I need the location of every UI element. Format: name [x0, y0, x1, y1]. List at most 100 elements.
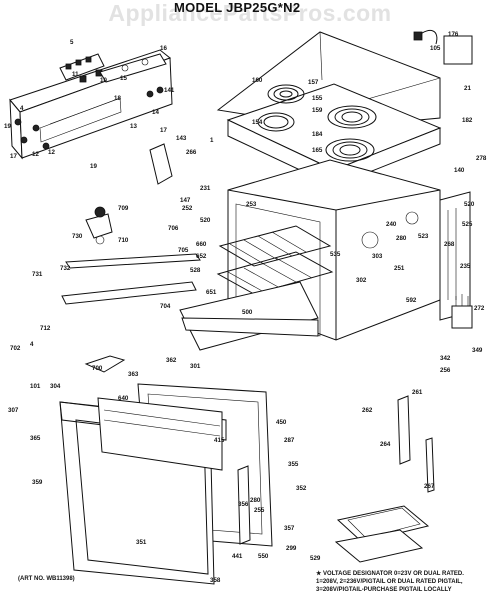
part-labels: 5 16 11 10 15 14 141 18 17 143 266 4 19 … — [4, 31, 487, 584]
part-label: 1 — [210, 137, 214, 144]
part-label: 520 — [464, 201, 475, 208]
part-label: 231 — [200, 185, 211, 192]
hinges — [237, 395, 435, 545]
part-label: 528 — [190, 267, 201, 274]
oven-elements — [84, 206, 419, 373]
door-outer — [179, 281, 319, 351]
part-label: 235 — [460, 263, 471, 270]
part-label: 349 — [472, 347, 483, 354]
part-label: 256 — [440, 367, 451, 374]
door-handle-left — [61, 253, 201, 305]
part-label: 307 — [8, 407, 19, 414]
part-label: 5 — [70, 39, 74, 46]
part-label: 529 — [310, 555, 321, 562]
part-label: 732 — [60, 265, 71, 272]
part-label: 355 — [288, 461, 299, 468]
part-label: 704 — [160, 303, 171, 310]
part-label: 19 — [90, 163, 97, 170]
voltage-note-line: 3=208V/PIGTAIL-PURCHASE PIGTAIL LOCALLY — [316, 587, 452, 593]
part-label: 700 — [92, 365, 103, 372]
part-label: 278 — [476, 155, 487, 162]
part-label: 141 — [164, 87, 175, 94]
part-label: 16 — [160, 45, 167, 52]
part-label: 253 — [246, 201, 257, 208]
part-label: 12 — [32, 151, 39, 158]
part-label: 140 — [454, 167, 465, 174]
watermark: AppliancePartsPros.com — [108, 0, 392, 26]
part-label: 264 — [380, 441, 391, 448]
part-label: 450 — [276, 419, 287, 426]
part-label: 301 — [190, 363, 201, 370]
part-label: 19 — [4, 123, 11, 130]
part-label: 702 — [10, 345, 21, 352]
part-label: 17 — [160, 127, 167, 134]
part-label: 261 — [412, 389, 423, 396]
part-label: 363 — [128, 371, 139, 378]
part-label: 712 — [40, 325, 51, 332]
part-label: 165 — [312, 147, 323, 154]
part-label: 262 — [362, 407, 373, 414]
part-label: 176 — [448, 31, 459, 38]
part-label: 709 — [118, 205, 129, 212]
part-label: 352 — [296, 485, 307, 492]
part-label: 652 — [196, 253, 207, 260]
part-label: 359 — [32, 479, 43, 486]
part-label: 280 — [396, 235, 407, 242]
clock-bracket — [99, 53, 167, 83]
voltage-note: ★ VOLTAGE DESIGNATOR 0=23V OR DUAL RATED… — [316, 570, 500, 594]
part-label: 147 — [180, 197, 191, 204]
part-label: 11 — [72, 71, 79, 78]
part-label: 342 — [440, 355, 451, 362]
part-label: 240 — [386, 221, 397, 228]
part-label: 304 — [50, 383, 61, 390]
part-label: 268 — [444, 241, 455, 248]
part-label: 159 — [312, 107, 323, 114]
part-label: 357 — [284, 525, 295, 532]
door-liner — [97, 397, 223, 471]
part-label: 356 — [238, 501, 249, 508]
part-label: 550 — [258, 553, 269, 560]
end-cap — [149, 143, 173, 185]
part-label: 255 — [254, 507, 265, 514]
part-label: 182 — [462, 117, 473, 124]
part-label: 592 — [406, 297, 417, 304]
part-label: 731 — [32, 271, 43, 278]
part-label: 15 — [120, 75, 127, 82]
voltage-note-line: ★ VOLTAGE DESIGNATOR 0=23V OR DUAL RATED… — [316, 571, 464, 577]
part-label: 302 — [356, 277, 367, 284]
part-label: 640 — [118, 395, 129, 402]
part-label: 651 — [206, 289, 217, 296]
side-panel-right — [439, 191, 471, 321]
part-label: 710 — [118, 237, 129, 244]
part-label: 706 — [168, 225, 179, 232]
part-label: 358 — [210, 577, 221, 584]
voltage-note-line: 1=208V, 2=236V/PIGTAIL OR DUAL RATED PIG… — [316, 579, 463, 585]
part-label: 523 — [418, 233, 429, 240]
part-label: 266 — [186, 149, 197, 156]
part-label: 154 — [252, 119, 263, 126]
oven-racks — [216, 225, 334, 295]
part-label: 251 — [394, 265, 405, 272]
part-label: 143 — [176, 135, 187, 142]
broil-pan — [334, 505, 430, 563]
part-label: 535 — [330, 251, 341, 258]
part-label: 730 — [72, 233, 83, 240]
part-label: 10 — [100, 77, 107, 84]
part-label: 184 — [312, 131, 323, 138]
part-label: 520 — [200, 217, 211, 224]
part-label: 500 — [242, 309, 253, 316]
part-label: 21 — [464, 85, 471, 92]
part-label: 287 — [284, 437, 295, 444]
part-label: 12 — [48, 149, 55, 156]
part-label: 441 — [232, 553, 243, 560]
part-label: 351 — [136, 539, 147, 546]
part-label: 252 — [182, 205, 193, 212]
part-label: 415 — [214, 437, 225, 444]
part-label: 155 — [312, 95, 323, 102]
part-label: 14 — [152, 109, 159, 116]
part-label: 365 — [30, 435, 41, 442]
part-label: 660 — [196, 241, 207, 248]
part-label: 160 — [252, 77, 263, 84]
part-label: 525 — [462, 221, 473, 228]
